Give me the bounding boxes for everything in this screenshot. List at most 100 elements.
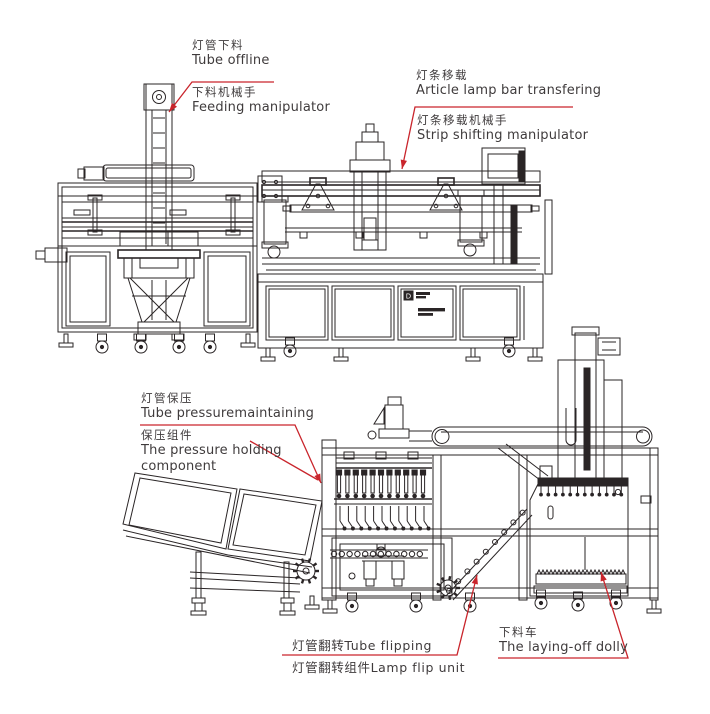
pneumatic-panel <box>331 537 453 597</box>
feeding-manipulator-column <box>143 83 175 251</box>
caster-fork <box>285 337 295 346</box>
cylinder-nut <box>377 469 385 476</box>
cylinder-tip <box>395 493 401 499</box>
cylinder-nut <box>411 469 418 476</box>
hook-tip <box>384 526 389 531</box>
arrowhead <box>169 102 178 112</box>
hmi-monitor <box>481 147 553 275</box>
tube-chain <box>330 550 423 558</box>
end-cylinder-left <box>261 195 289 259</box>
label-tube-flipping-text: 灯管翻转Tube flipping <box>292 638 433 653</box>
label-pressure-holding-zh: 保压组件 <box>141 428 193 442</box>
leveling-foot <box>265 347 271 358</box>
leader-tube-flipping <box>282 574 478 656</box>
cabinet-logo: D <box>403 290 445 316</box>
caster-wheel <box>203 340 217 354</box>
leader-tube-pressure <box>140 424 322 484</box>
dolly-hook-tip <box>539 492 543 497</box>
cylinder-tip <box>387 493 392 499</box>
cylinder-tip <box>370 493 375 499</box>
hook <box>415 520 421 528</box>
chain-link <box>492 539 498 545</box>
label-lamp-bar-transfer-zh: 灯条移载 <box>416 68 468 82</box>
hook <box>381 520 387 528</box>
caster-wheel <box>345 599 359 613</box>
press-motor-stack <box>367 396 410 440</box>
laying-off-dolly <box>529 477 629 597</box>
cylinder-nut <box>344 469 351 476</box>
cylinder-nut <box>394 469 401 476</box>
leveling-foot <box>532 347 538 358</box>
dolly-hook-tip <box>568 492 573 497</box>
sprocket-tooth <box>448 575 452 581</box>
label-feeding-manipulator: 下料机械手 Feeding manipulator <box>192 85 330 116</box>
cylinder <box>404 474 409 494</box>
caster-wheel <box>609 596 623 610</box>
arrowhead <box>600 572 607 582</box>
column-ticks <box>153 117 165 224</box>
label-dolly-zh: 下料车 <box>499 625 538 639</box>
label-dolly-en: The laying-off dolly <box>499 640 628 655</box>
dolly-hook-tip <box>604 492 609 497</box>
cylinder <box>378 474 384 494</box>
cylinder-tip <box>412 493 417 499</box>
caster-wheel <box>134 340 148 354</box>
caster-fork <box>97 333 107 342</box>
lamp-bar-transfer-machine: D <box>257 123 553 362</box>
press-hooks <box>339 506 431 531</box>
cylinder <box>370 474 375 494</box>
chain-link <box>416 550 423 558</box>
cabinet-feet <box>260 337 543 362</box>
cylinder-nut <box>361 469 368 476</box>
label-pressure-holding-en2: component <box>141 459 217 474</box>
chain-link <box>393 550 400 558</box>
hook <box>398 520 404 528</box>
dolly-hooks <box>539 486 624 497</box>
cylinder-tip <box>361 493 367 499</box>
pressure-holding-component <box>330 451 432 559</box>
clamp-post-right <box>225 194 241 236</box>
cylinder <box>345 474 350 494</box>
caster-fork <box>504 337 514 346</box>
dolly-hook-tip <box>553 492 558 497</box>
caster-wheel <box>463 599 477 613</box>
caster-hub <box>349 603 355 609</box>
caster-hub <box>287 348 293 354</box>
sprocket-hub <box>302 567 310 575</box>
chain-link <box>408 550 416 558</box>
label-tube-pressure: 灯管保压 Tube pressuremaintaining <box>141 391 314 422</box>
hook <box>423 520 429 528</box>
sprocket-tooth <box>300 579 305 584</box>
caster-hub <box>613 600 619 606</box>
gantry-bracket-left <box>301 177 335 211</box>
foot-pad <box>322 608 338 614</box>
end-cylinder-right <box>457 189 485 257</box>
cylinder <box>387 474 392 494</box>
arrowhead <box>471 575 478 585</box>
chain-link <box>346 550 353 558</box>
cylinder-tip <box>378 493 384 499</box>
tube-offline-machine <box>35 83 258 354</box>
gantry-bracket-right <box>429 177 463 211</box>
caster-hub <box>538 600 544 606</box>
foot-pad <box>304 604 320 610</box>
sprocket-tooth <box>312 562 318 567</box>
sprocket-tooth <box>440 594 446 599</box>
leveling-foot <box>63 333 69 344</box>
transfer-bar <box>262 204 540 271</box>
lift-column <box>539 326 623 481</box>
bottom-feet <box>304 589 662 614</box>
sprocket-tooth <box>307 579 312 584</box>
caster-hub <box>575 602 581 608</box>
ramp-stand <box>189 551 301 616</box>
foot-pad <box>527 356 543 362</box>
label-strip-shifting-en: Strip shifting manipulator <box>417 128 589 143</box>
arrowhead <box>314 473 321 483</box>
hook <box>373 520 379 528</box>
label-feeding-manipulator-zh: 下料机械手 <box>192 85 257 99</box>
caster-wheel <box>283 344 297 358</box>
caster-hub <box>138 344 144 350</box>
chain-link <box>362 550 369 558</box>
